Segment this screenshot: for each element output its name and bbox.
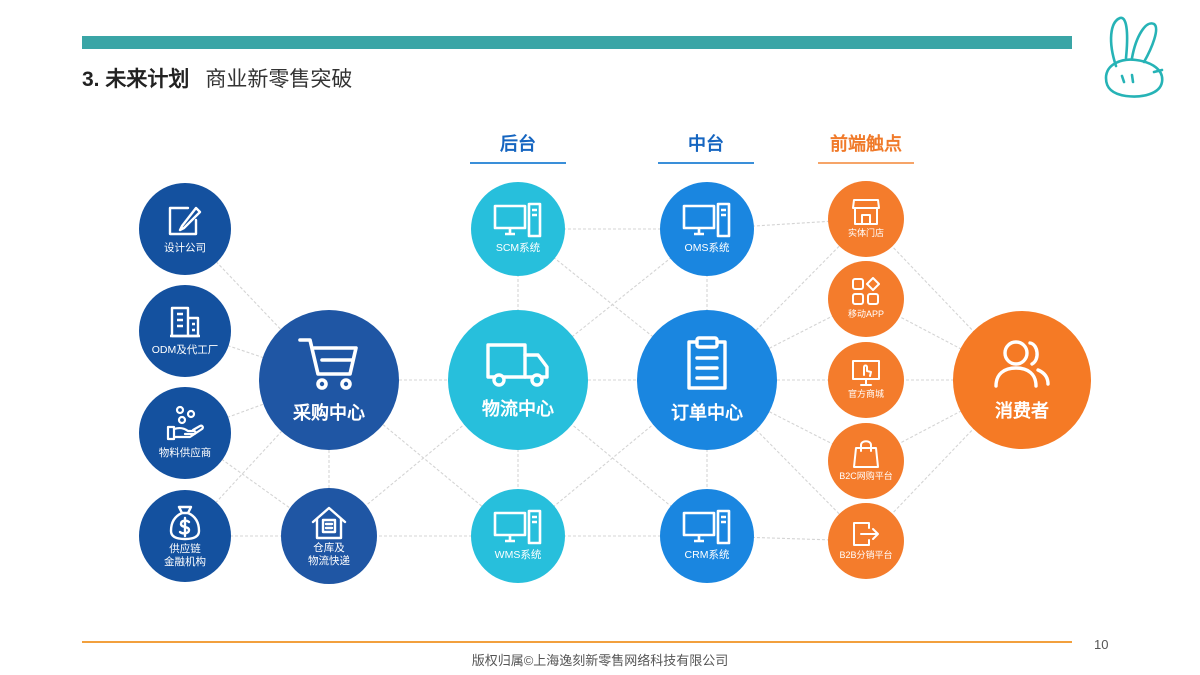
node-crm-system: CRM系统 — [660, 489, 754, 583]
backend-label: 后台 — [500, 134, 536, 154]
node-consumer: 消费者 — [953, 311, 1091, 449]
node-logistics-center: 物流中心 — [448, 310, 588, 450]
shopping-bag-icon — [853, 440, 879, 469]
column-header-backend: 后台 — [470, 130, 566, 164]
consumer-label: 消费者 — [995, 400, 1049, 421]
supply-chain-finance-label: 供应链 金融机构 — [164, 543, 206, 569]
order-center-label: 订单中心 — [671, 402, 743, 423]
mobile-app-label: 移动APP — [847, 309, 884, 320]
b2b-platform-label: B2B分销平台 — [839, 550, 893, 561]
frontend-label: 前端触点 — [830, 134, 902, 154]
desktop-computer-icon — [682, 510, 731, 545]
warehouse-logistics-label: 仓库及 物流快递 — [308, 542, 350, 568]
node-order-center: 订单中心 — [637, 310, 777, 450]
node-official-mall: 官方商城 — [828, 342, 904, 418]
frontend-underline — [818, 162, 914, 164]
header-bar — [82, 36, 1072, 49]
finance-line-2: 金融机构 — [164, 556, 206, 568]
page-number: 10 — [1094, 637, 1109, 652]
rabbit-logo-icon — [1104, 16, 1164, 98]
node-b2b-platform: B2B分销平台 — [828, 503, 904, 579]
copyright-text: 版权归属©上海逸刻新零售网络科技有限公司 — [471, 653, 729, 668]
section-subtitle: 商业新零售突破 — [205, 68, 353, 91]
finance-line-1: 供应链 — [169, 542, 201, 555]
material-supplier-label: 物料供应商 — [158, 447, 212, 460]
logistics-center-label: 物流中心 — [482, 398, 554, 419]
node-scm-system: SCM系统 — [471, 182, 565, 276]
shopping-cart-icon — [298, 337, 358, 390]
users-group-icon — [994, 340, 1050, 388]
footer-line — [82, 641, 1072, 643]
node-physical-store: 实体门店 — [828, 181, 904, 257]
storefront-icon — [852, 199, 880, 226]
warehouse-house-icon — [311, 506, 347, 540]
desktop-computer-icon — [682, 203, 731, 238]
column-header-frontend: 前端触点 — [818, 130, 914, 164]
money-bag-icon — [169, 505, 201, 541]
desktop-computer-icon — [493, 203, 542, 238]
node-material-supplier: 物料供应商 — [139, 387, 231, 479]
node-design-company: 设计公司 — [139, 183, 231, 275]
odm-factory-label: ODM及代工厂 — [151, 344, 219, 357]
clipboard-list-icon — [687, 336, 727, 390]
warehouse-line-2: 物流快递 — [308, 555, 350, 567]
design-company-label: 设计公司 — [164, 242, 206, 255]
backend-underline — [470, 162, 566, 164]
node-odm-factory: ODM及代工厂 — [139, 285, 231, 377]
official-mall-label: 官方商城 — [847, 389, 884, 400]
delivery-truck-icon — [486, 343, 549, 387]
middle-underline — [658, 162, 754, 164]
node-warehouse-logistics: 仓库及 物流快递 — [281, 488, 377, 584]
procurement-center-label: 采购中心 — [293, 402, 365, 423]
node-b2c-platform: B2C网购平台 — [828, 423, 904, 499]
pencil-edit-icon — [168, 207, 202, 236]
node-mobile-app: 移动APP — [828, 261, 904, 337]
desktop-computer-icon — [493, 510, 542, 545]
b2c-platform-label: B2C网购平台 — [839, 471, 893, 482]
warehouse-line-1: 仓库及 — [313, 541, 345, 554]
monitor-touch-icon — [852, 360, 880, 387]
building-icon — [170, 307, 200, 338]
scm-system-label: SCM系统 — [495, 242, 541, 255]
node-supply-chain-finance: 供应链 金融机构 — [139, 490, 231, 582]
export-arrow-icon — [853, 522, 879, 547]
wms-system-label: WMS系统 — [494, 549, 542, 562]
node-oms-system: OMS系统 — [660, 182, 754, 276]
page-title: 3. 未来计划商业新零售突破 — [82, 63, 352, 93]
crm-system-label: CRM系统 — [684, 549, 730, 562]
oms-system-label: OMS系统 — [684, 242, 730, 255]
node-wms-system: WMS系统 — [471, 489, 565, 583]
middle-label: 中台 — [688, 134, 724, 154]
section-number: 3. 未来计划 — [82, 68, 190, 91]
node-procurement-center: 采购中心 — [259, 310, 399, 450]
app-grid-icon — [852, 277, 880, 306]
hand-coins-icon — [166, 406, 204, 441]
column-header-middle: 中台 — [658, 130, 754, 164]
physical-store-label: 实体门店 — [847, 228, 884, 239]
